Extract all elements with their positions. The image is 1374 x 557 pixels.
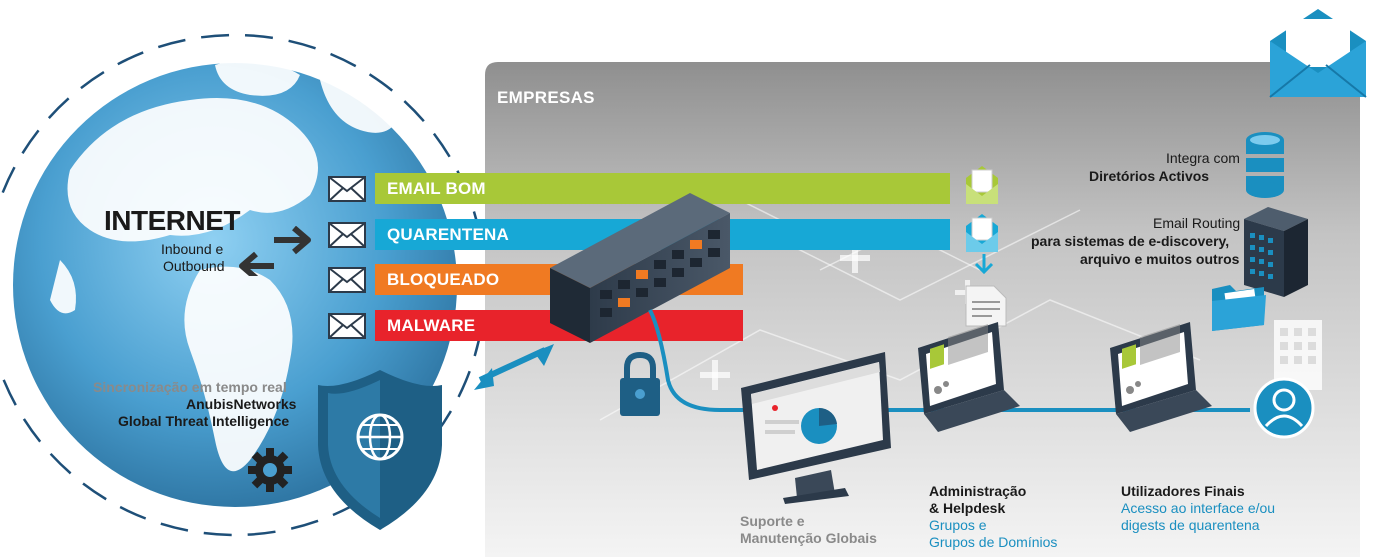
users-line1: Utilizadores Finais (1121, 483, 1245, 499)
server-appliance-icon (550, 193, 730, 343)
directory-line2: Diretórios Activos (1089, 168, 1210, 184)
envelope-icon-4 (328, 313, 366, 339)
sync-anubis-text: AnubisNetworks (186, 396, 297, 412)
admin-line3: Grupos e (929, 517, 987, 533)
database-icon (1246, 132, 1284, 198)
envelope-icon-1 (328, 176, 366, 202)
admin-line4: Grupos de Domínios (929, 534, 1058, 550)
email-quarantine-icon (966, 214, 998, 252)
folder-icon (1212, 285, 1266, 331)
support-line2: Manutenção Globais (740, 530, 877, 546)
users-line2: Acesso ao interface e/ou (1121, 500, 1276, 516)
email-good-icon (966, 166, 998, 204)
user-avatar-icon (1253, 377, 1315, 439)
envelope-icon-3 (328, 267, 366, 293)
sync-global-text: Global Threat Intelligence (118, 413, 290, 429)
internet-outbound-text: Outbound (163, 258, 225, 274)
sync-arrow-icon (474, 344, 554, 390)
internet-title: INTERNET (104, 205, 241, 236)
laptop-users-icon (1110, 322, 1212, 432)
admin-line1: Administração (929, 483, 1027, 499)
users-line3: digests de quarentena (1121, 517, 1260, 533)
routing-line2: para sistemas de e-discovery, (1031, 233, 1230, 249)
panel-title: EMPRESAS (497, 88, 595, 107)
document-icon (965, 285, 1007, 327)
sync-realtime-text: Sincronização em tempo real (93, 379, 287, 395)
laptop-admin-icon (918, 322, 1020, 432)
shield-globe-icon (318, 370, 442, 530)
gear-icon (248, 448, 292, 492)
envelope-icon-2 (328, 222, 366, 248)
lock-icon (620, 351, 660, 416)
support-line1: Suporte e (740, 513, 805, 529)
bidirectional-arrow-icon (239, 226, 311, 276)
directory-line1: Integra com (1166, 150, 1240, 166)
admin-line2: & Helpdesk (929, 500, 1006, 516)
down-arrow-icon (974, 254, 994, 275)
desktop-monitor-icon (741, 352, 891, 504)
band-email-bom: EMAIL BOM (375, 173, 950, 204)
routing-line3: arquivo e muitos outros (1080, 251, 1240, 267)
server-rack-icon (1244, 207, 1308, 297)
internet-inbound-text: Inbound e (161, 241, 224, 257)
mail-envelope-icon (1269, 9, 1367, 98)
routing-line1: Email Routing (1153, 215, 1241, 231)
